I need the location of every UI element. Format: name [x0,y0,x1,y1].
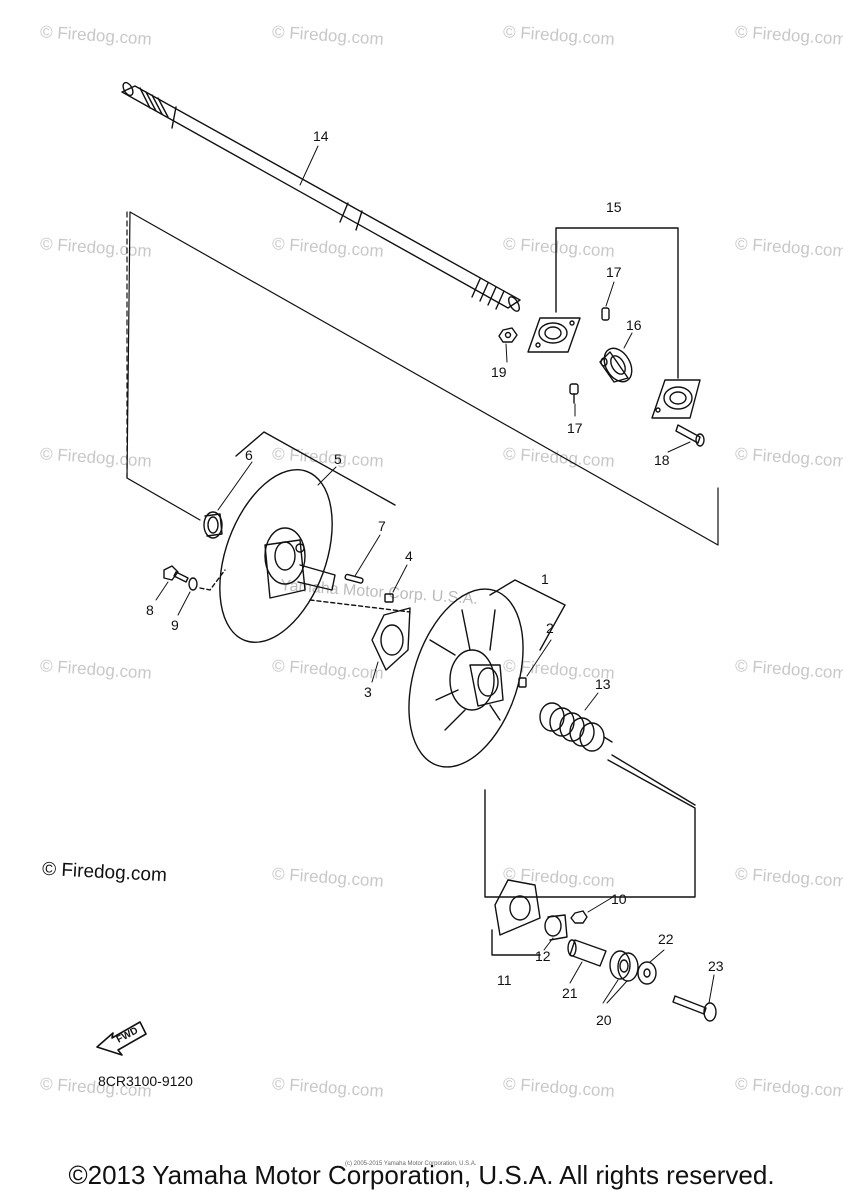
nut-part-19 [498,327,518,343]
callout-8: 8 [146,602,154,618]
roller-part-20 [609,950,639,982]
washer-part-9 [188,577,198,591]
bolt-part-4 [384,593,394,603]
bolt-part-8 [163,565,189,583]
callout-16: 16 [626,317,642,333]
bearing-housing-left [527,317,581,353]
callout-19: 19 [491,364,507,380]
set-screw-17-bottom [569,383,579,404]
lower-frame [484,759,696,898]
bearing-housing-right [651,379,701,419]
callout-1: 1 [541,571,549,587]
fwd-arrow-icon [96,1021,147,1056]
bolt-part-23 [672,995,717,1022]
callout-14: 14 [313,128,329,144]
bracket-11 [491,929,541,956]
bearing-part-16 [599,347,633,383]
callout-15: 15 [606,199,622,215]
leader-lines [155,145,715,1004]
copyright-footer: ©2013 Yamaha Motor Corporation, U.S.A. A… [68,1160,775,1190]
bracket-15 [555,227,679,379]
callout-20: 20 [596,1012,612,1028]
callout-18: 18 [654,452,670,468]
callout-12: 12 [535,948,551,964]
bolt-part-2 [518,677,527,688]
cover-part-11 [494,879,541,936]
callout-17-bottom: 17 [567,420,583,436]
callout-10: 10 [611,891,627,907]
callout-22: 22 [658,931,674,947]
washer-part-22 [637,961,657,985]
part-code: 8CR3100-9120 [98,1073,193,1089]
collar-part-21 [567,939,607,967]
lower-frame-link [611,754,696,806]
callout-23: 23 [708,958,724,974]
callout-13: 13 [595,676,611,692]
callout-3: 3 [364,684,372,700]
bushing-part-12 [544,914,568,941]
bracket-5-6 [235,431,396,506]
bolt-part-18 [675,424,705,447]
callout-4: 4 [405,548,413,564]
callout-5: 5 [334,451,342,467]
callout-2: 2 [546,620,554,636]
set-screw-17-top [601,307,610,321]
callout-6: 6 [245,447,253,463]
assembly-frame [126,211,719,546]
gasket-part-3 [371,607,411,671]
pin-part-7 [344,573,364,584]
callout-21: 21 [562,985,578,1001]
copyright-small: (c) 2005-2015 Yamaha Motor Corporation, … [345,1161,477,1167]
nut-part-10 [570,910,588,924]
callout-17-top: 17 [606,264,622,280]
callout-7: 7 [378,518,386,534]
movable-sheave-part-1 [408,588,524,768]
bracket-1 [489,579,566,651]
spacer-part-6 [203,511,223,539]
callout-11: 11 [497,972,512,988]
leader-8-9 [199,569,226,591]
callout-9: 9 [171,617,179,633]
shaft-part-14 [121,81,521,312]
leader-axis [309,599,411,613]
spring-part-13 [539,702,613,752]
sheave-part-5 [219,469,336,643]
